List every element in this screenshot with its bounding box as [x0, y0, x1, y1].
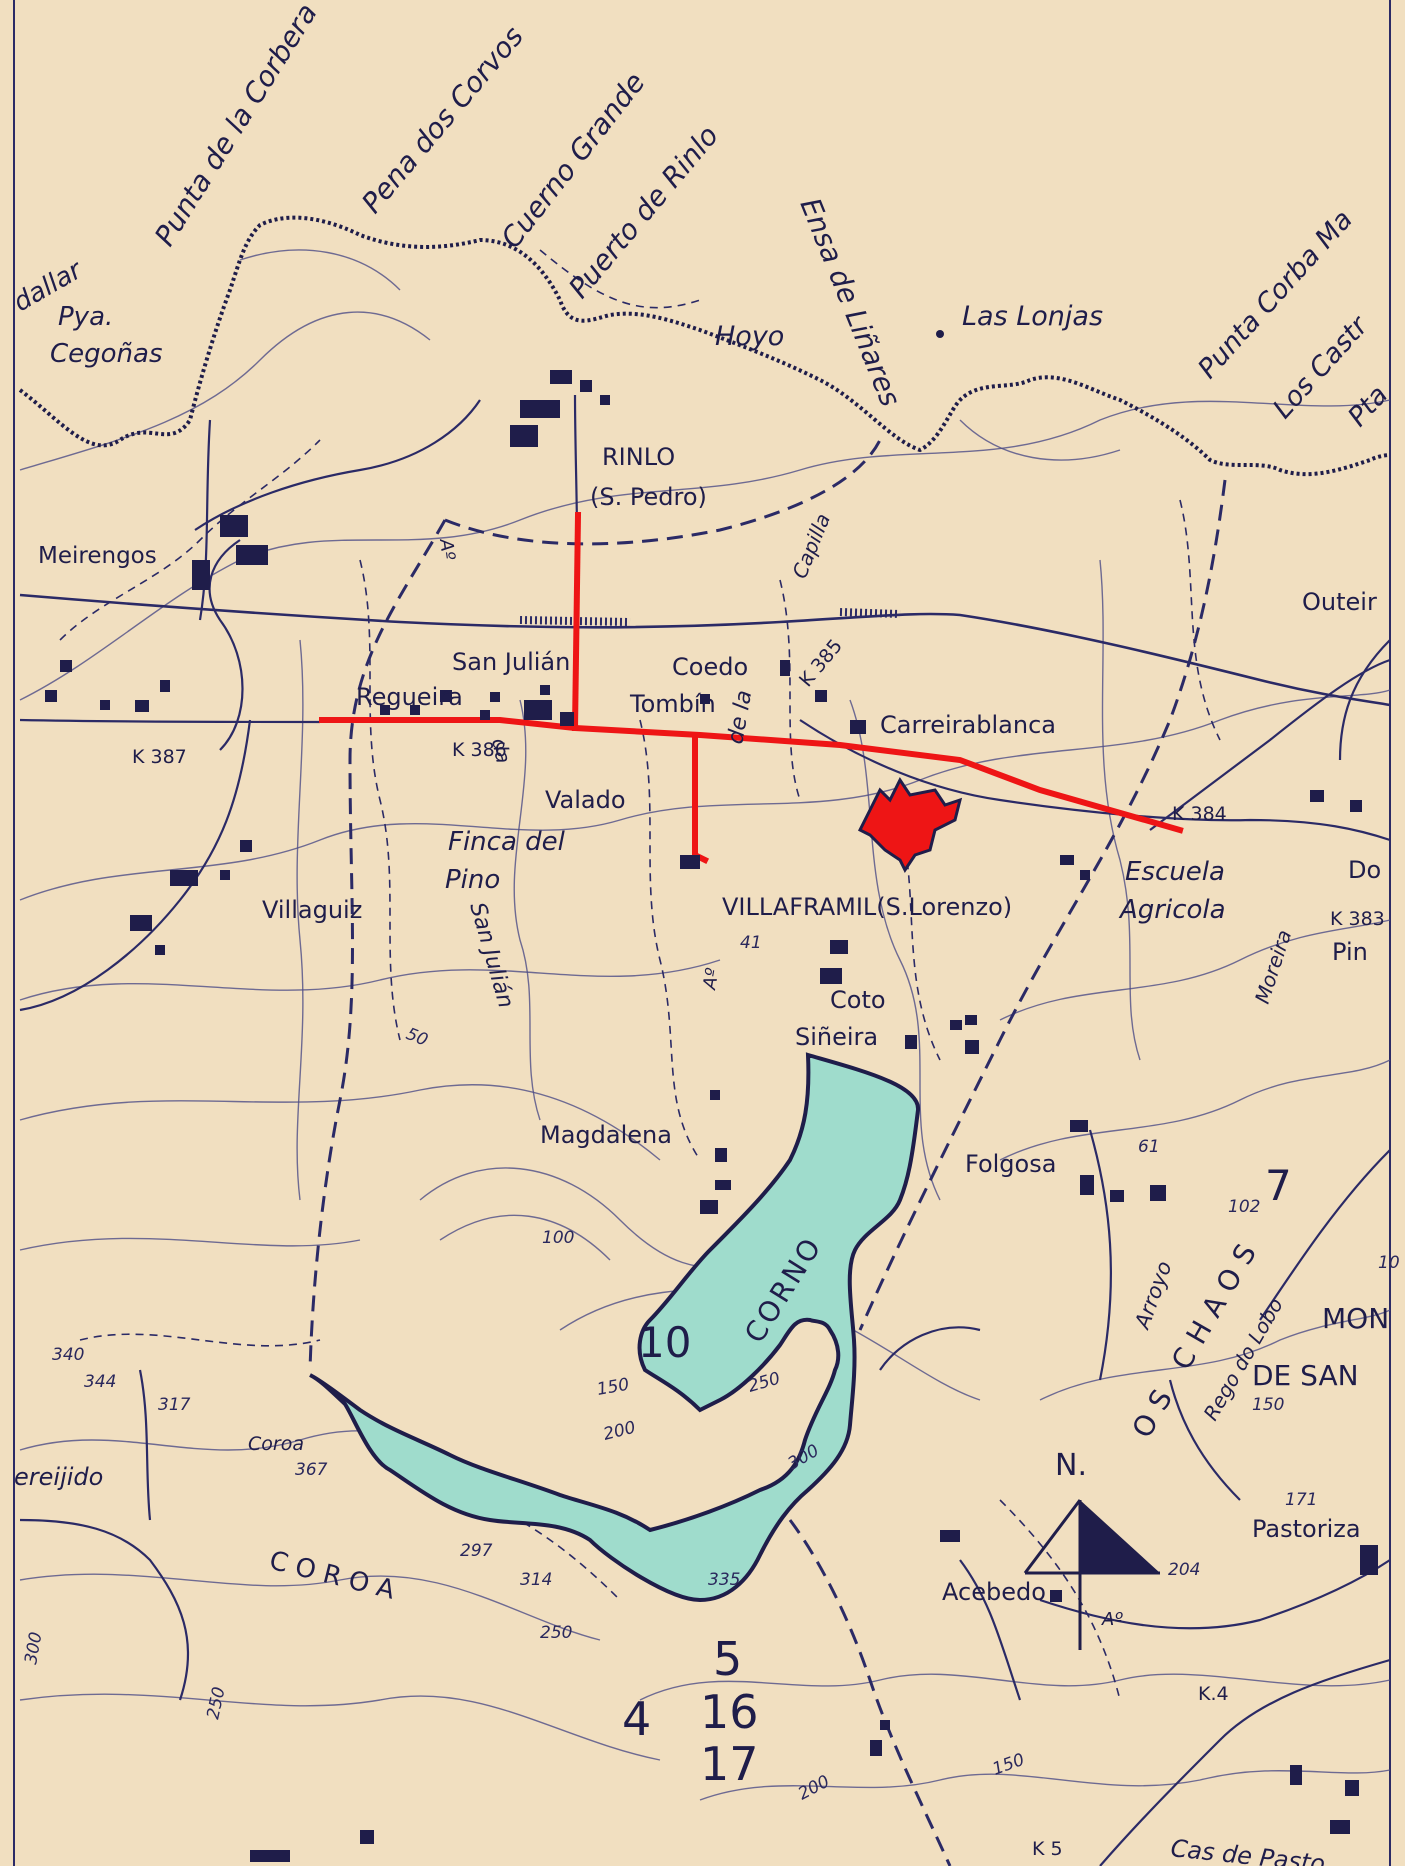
elev-102: 102	[1228, 1197, 1260, 1217]
coast-label-cegonas: Cegoñas	[50, 339, 163, 369]
place-rinlo-s-pedro: (S. Pedro)	[590, 483, 707, 511]
place-san-julian: San Julián	[452, 648, 570, 676]
elev-367: 367	[295, 1460, 328, 1480]
place-coroa: Coroa	[248, 1433, 304, 1455]
elev-250b: 250	[540, 1623, 572, 1643]
km-5: K 5	[1032, 1838, 1063, 1860]
elev-41: 41	[740, 933, 762, 953]
region-de-san: DE SAN	[1252, 1359, 1359, 1392]
place-valado: Valado	[545, 786, 626, 814]
elev-335: 335	[708, 1570, 740, 1590]
roads	[19, 394, 1391, 1866]
zone-number-4: 4	[622, 1692, 651, 1746]
elev-171: 171	[1285, 1490, 1317, 1510]
villaframil-red-block	[857, 777, 963, 873]
place-ereijido: ereijido	[14, 1463, 103, 1491]
km-383: K 383	[1330, 908, 1385, 930]
buildings	[45, 370, 1378, 1862]
place-rinlo: RINLO	[602, 443, 675, 471]
place-escuela: Escuela	[1125, 857, 1225, 887]
place-villaguiz: Villaguiz	[262, 896, 362, 924]
place-carreirablanca: Carreirablanca	[880, 711, 1056, 739]
place-outeir: Outeir	[1302, 588, 1377, 616]
elev-317: 317	[158, 1395, 191, 1415]
place-villaframil: VILLAFRAMIL(S.Lorenzo)	[722, 893, 1012, 921]
coast-label-pya: Pya.	[58, 302, 113, 332]
elev-100: 100	[542, 1228, 574, 1248]
place-acebedo: Acebedo	[942, 1578, 1046, 1606]
corno-highlight-area	[309, 1052, 920, 1603]
place-do: Do	[1348, 856, 1381, 884]
stream-a2: Aº	[699, 966, 724, 992]
km-386: K 386	[452, 739, 507, 761]
place-pastoriza: Pastoriza	[1252, 1515, 1361, 1543]
place-meirengos: Meirengos	[38, 543, 157, 569]
zone-number-10: 10	[638, 1318, 691, 1367]
km-4: K.4	[1198, 1683, 1229, 1705]
coast-label-hoyo: Hoyo	[715, 321, 784, 352]
elev-150b: 150	[1252, 1395, 1284, 1415]
place-magdalena: Magdalena	[540, 1121, 672, 1149]
stream-a3: Aº	[1101, 1609, 1123, 1630]
place-folgosa: Folgosa	[965, 1150, 1056, 1178]
place-finca-del: Finca del	[448, 827, 566, 857]
elev-204: 204	[1168, 1560, 1200, 1580]
zone-number-16: 16	[700, 1685, 759, 1739]
coastline	[18, 215, 1391, 477]
north-label: N.	[1055, 1448, 1087, 1483]
stream-a1: Aº	[435, 537, 459, 562]
place-coedo: Coedo	[672, 653, 748, 681]
place-pin: Pin	[1332, 938, 1368, 966]
elev-314: 314	[520, 1570, 552, 1590]
place-coto: Coto	[830, 986, 886, 1014]
elev-340: 340	[52, 1345, 84, 1365]
place-sineira: Siñeira	[795, 1023, 878, 1051]
km-384: K 384	[1172, 803, 1227, 825]
las-lonjas-rock	[936, 330, 944, 338]
km-387: K 387	[132, 746, 187, 768]
coast-label-las-lonjas: Las Lonjas	[962, 301, 1103, 332]
place-tombin: Tombín	[629, 690, 716, 718]
tracks	[308, 439, 1227, 1866]
elev-61: 61	[1138, 1137, 1160, 1157]
place-regueira: Regueira	[356, 683, 463, 711]
zone-number-17: 17	[700, 1737, 759, 1791]
stream-da: da	[487, 736, 516, 765]
north-arrow	[1023, 1499, 1160, 1650]
elev-344: 344	[84, 1372, 116, 1392]
zone-number-5: 5	[713, 1632, 742, 1686]
region-mon: MON	[1322, 1302, 1389, 1335]
elev-10: 10	[1378, 1253, 1400, 1273]
place-agricola: Agricola	[1118, 895, 1226, 925]
place-pino: Pino	[445, 865, 500, 895]
zone-number-7: 7	[1265, 1161, 1292, 1210]
elev-297: 297	[460, 1541, 493, 1561]
